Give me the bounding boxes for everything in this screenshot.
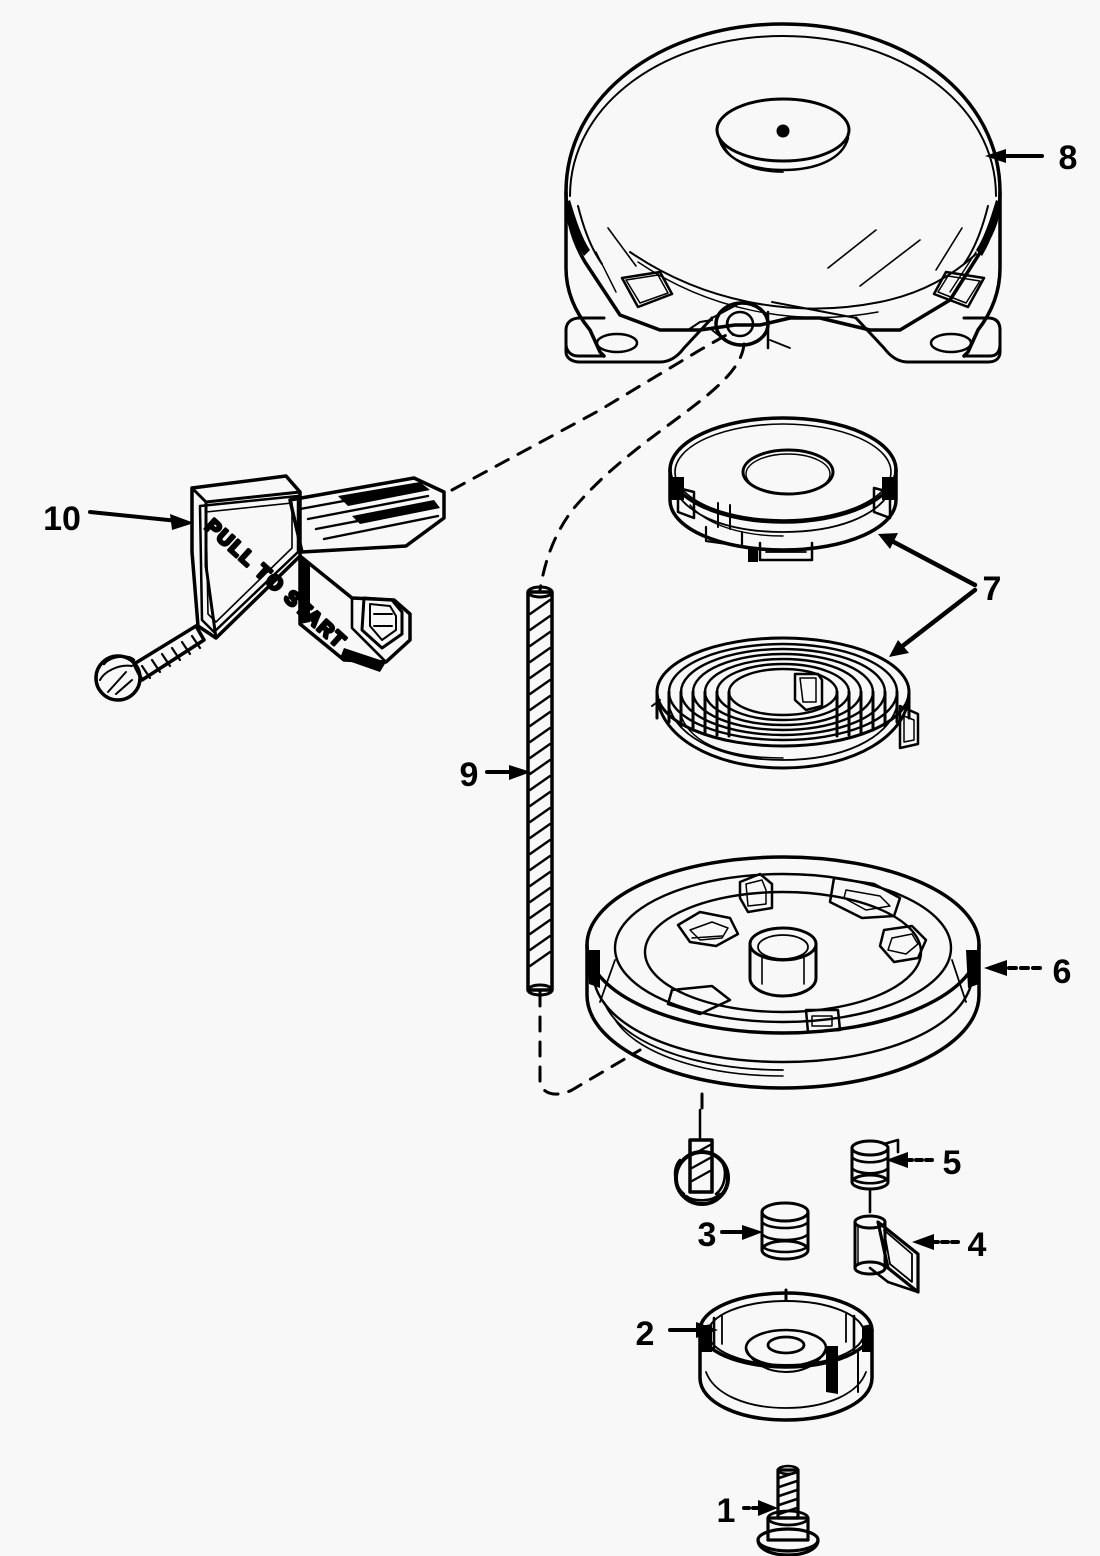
callout-numbers: 1 2 3 4 5 6 7 8 9 10 xyxy=(43,139,1077,1530)
callout-arrow-9 xyxy=(485,765,531,780)
callout-arrow-3 xyxy=(720,1225,763,1240)
part-starter-rope xyxy=(526,585,554,997)
part-shoulder-screw xyxy=(756,1464,820,1556)
callout-number-1: 1 xyxy=(717,1492,736,1530)
part-rope-knot-detail xyxy=(673,1108,730,1206)
callout-number-10: 10 xyxy=(43,500,81,538)
part-brake-spring xyxy=(760,1201,810,1261)
callout-number-9: 9 xyxy=(460,756,479,794)
part-starter-dog xyxy=(853,1214,920,1294)
part-recoil-spring-keeper xyxy=(668,416,898,562)
callout-arrow-4 xyxy=(912,1234,960,1250)
callout-arrow-2 xyxy=(668,1322,718,1338)
callout-number-4: 4 xyxy=(968,1226,987,1264)
callout-arrow-10 xyxy=(88,510,194,530)
part-recoil-spring-coil xyxy=(651,636,920,770)
callout-arrow-6 xyxy=(984,960,1042,976)
callout-arrow-7 xyxy=(878,533,978,657)
assembly-dashed-lines xyxy=(450,332,788,1302)
part-dog-return-spring xyxy=(850,1138,900,1214)
callout-arrow-1 xyxy=(742,1500,778,1516)
callout-number-2: 2 xyxy=(636,1315,655,1353)
callout-number-7: 7 xyxy=(983,570,1002,608)
part-handle-screw xyxy=(94,624,206,702)
callout-number-8: 8 xyxy=(1059,139,1078,177)
callout-arrow-8 xyxy=(985,149,1044,163)
part-rope-pulley xyxy=(585,855,981,1090)
callout-number-5: 5 xyxy=(943,1144,962,1182)
callout-arrow-5 xyxy=(886,1152,934,1168)
callout-number-3: 3 xyxy=(698,1216,717,1254)
part-starter-housing xyxy=(564,22,1002,364)
callout-number-6: 6 xyxy=(1053,953,1072,991)
